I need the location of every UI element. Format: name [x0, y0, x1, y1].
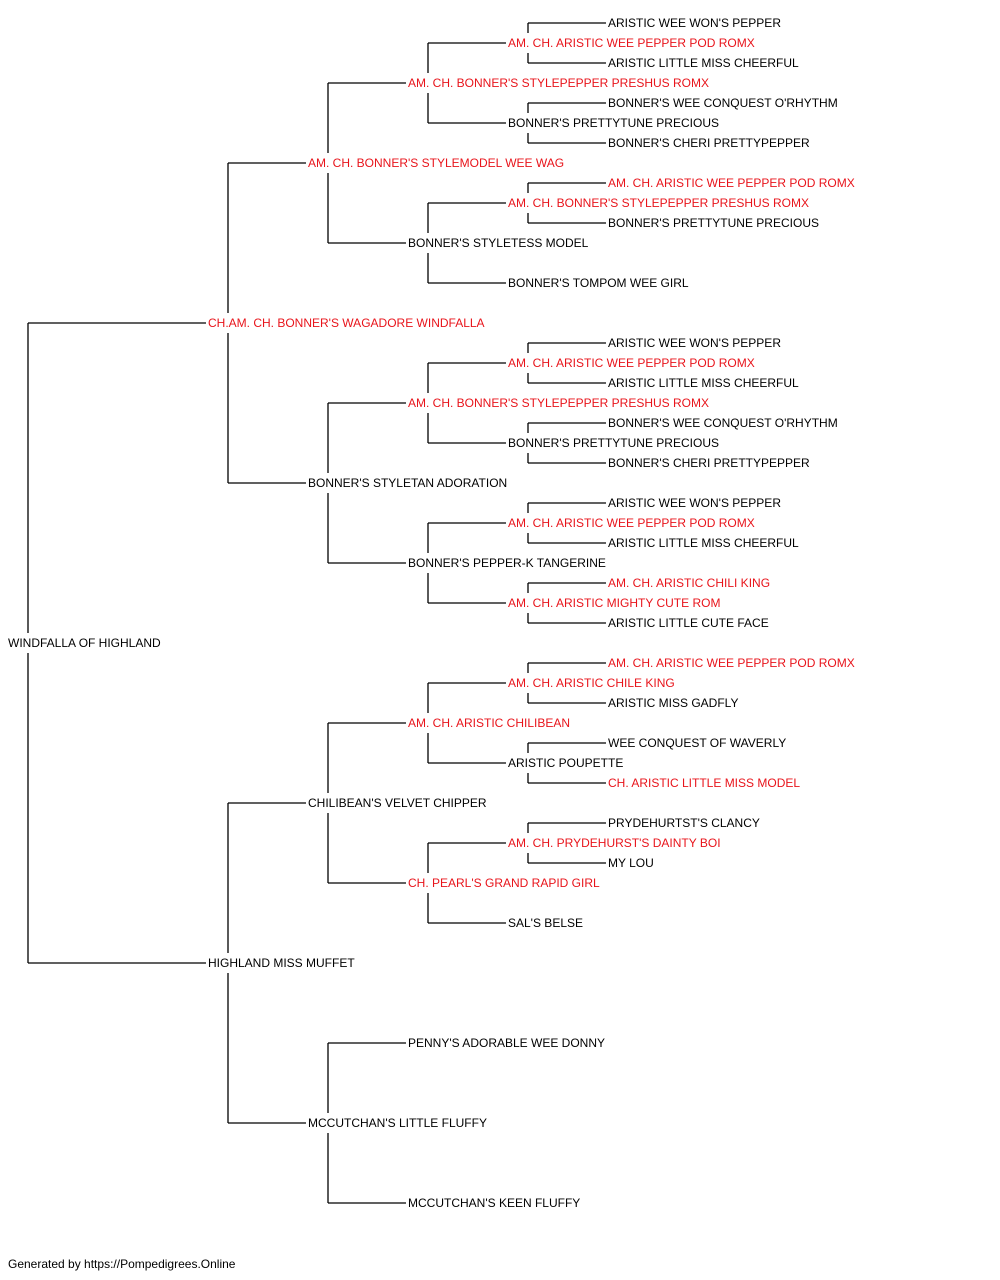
pedigree-name-pedigree.dam.sire.sire.dam.dam: CH. ARISTIC LITTLE MISS MODEL: [608, 776, 801, 790]
pedigree-name-pedigree.sire: CH.AM. CH. BONNER'S WAGADORE WINDFALLA: [208, 316, 485, 330]
pedigree-name-pedigree.sire.sire.sire.sire.dam: ARISTIC LITTLE MISS CHEERFUL: [608, 56, 799, 70]
pedigree-name-pedigree.dam.dam: MCCUTCHAN'S LITTLE FLUFFY: [308, 1116, 487, 1130]
pedigree-name-pedigree.dam.dam.dam: MCCUTCHAN'S KEEN FLUFFY: [408, 1196, 581, 1210]
pedigree-name-pedigree.dam: HIGHLAND MISS MUFFET: [208, 956, 355, 970]
pedigree-name-pedigree.sire.dam.sire.dam: BONNER'S PRETTYTUNE PRECIOUS: [508, 436, 719, 450]
pedigree-name-pedigree.dam.sire.sire.sire: AM. CH. ARISTIC CHILE KING: [508, 676, 675, 690]
pedigree-name-pedigree.sire.sire.sire.dam.sire: BONNER'S WEE CONQUEST O'RHYTHM: [608, 96, 838, 110]
pedigree-name-pedigree.dam.sire.dam: CH. PEARL'S GRAND RAPID GIRL: [408, 876, 600, 890]
pedigree-name-pedigree.dam.sire.dam.sire.dam: MY LOU: [608, 856, 654, 870]
pedigree-name-pedigree.dam.sire.sire.dam: ARISTIC POUPETTE: [508, 756, 624, 770]
pedigree-name-pedigree.sire.sire.dam: BONNER'S STYLETESS MODEL: [408, 236, 589, 250]
subject-name: WINDFALLA OF HIGHLAND: [8, 636, 161, 650]
pedigree-name-pedigree.sire.sire.dam.sire.sire: AM. CH. ARISTIC WEE PEPPER POD ROMX: [608, 176, 855, 190]
pedigree-name-pedigree.dam.sire.dam.dam: SAL'S BELSE: [508, 916, 583, 930]
pedigree-name-pedigree.dam.sire: CHILIBEAN'S VELVET CHIPPER: [308, 796, 487, 810]
pedigree-name-pedigree.sire.sire.sire: AM. CH. BONNER'S STYLEPEPPER PRESHUS ROM…: [408, 76, 710, 90]
pedigree-name-pedigree.sire.dam.dam.sire: AM. CH. ARISTIC WEE PEPPER POD ROMX: [508, 516, 755, 530]
pedigree-name-pedigree.dam.sire.sire: AM. CH. ARISTIC CHILIBEAN: [408, 716, 571, 730]
pedigree-name-pedigree.sire.sire.sire.sire.sire: ARISTIC WEE WON'S PEPPER: [608, 16, 781, 30]
pedigree-name-pedigree.dam.dam.sire: PENNY'S ADORABLE WEE DONNY: [408, 1036, 606, 1050]
pedigree-name-pedigree.sire.dam.sire.sire.sire: ARISTIC WEE WON'S PEPPER: [608, 336, 781, 350]
pedigree-name-pedigree.sire.dam: BONNER'S STYLETAN ADORATION: [308, 476, 508, 490]
pedigree-name-pedigree.sire.dam.sire.sire.dam: ARISTIC LITTLE MISS CHEERFUL: [608, 376, 799, 390]
pedigree-name-pedigree.sire.dam.dam.sire.sire: ARISTIC WEE WON'S PEPPER: [608, 496, 781, 510]
pedigree-name-pedigree.dam.sire.sire.dam.sire: WEE CONQUEST OF WAVERLY: [608, 736, 787, 750]
pedigree-name-pedigree.dam.sire.dam.sire: AM. CH. PRYDEHURST'S DAINTY BOI: [508, 836, 721, 850]
pedigree-name-pedigree.sire.sire.dam.sire: AM. CH. BONNER'S STYLEPEPPER PRESHUS ROM…: [508, 196, 810, 210]
pedigree-name-pedigree.sire.sire.sire.dam.dam: BONNER'S CHERI PRETTYPEPPER: [608, 136, 810, 150]
pedigree-name-pedigree.sire.sire.sire.sire: AM. CH. ARISTIC WEE PEPPER POD ROMX: [508, 36, 755, 50]
pedigree-name-pedigree.sire.dam.sire: AM. CH. BONNER'S STYLEPEPPER PRESHUS ROM…: [408, 396, 710, 410]
pedigree-name-pedigree.sire.sire.dam.sire.dam: BONNER'S PRETTYTUNE PRECIOUS: [608, 216, 819, 230]
pedigree-name-pedigree.sire.dam.dam.dam.dam: ARISTIC LITTLE CUTE FACE: [608, 616, 769, 630]
pedigree-name-pedigree.sire.dam.dam.dam.sire: AM. CH. ARISTIC CHILI KING: [608, 576, 771, 590]
generated-by-footer: Generated by https://Pompedigrees.Online: [8, 1257, 236, 1271]
pedigree-name-pedigree.sire.dam.dam.sire.dam: ARISTIC LITTLE MISS CHEERFUL: [608, 536, 799, 550]
pedigree-name-pedigree.dam.sire.dam.sire.sire: PRYDEHURTST'S CLANCY: [608, 816, 760, 830]
pedigree-name-pedigree.sire.dam.sire.dam.dam: BONNER'S CHERI PRETTYPEPPER: [608, 456, 810, 470]
pedigree-name-pedigree.sire.sire.sire.dam: BONNER'S PRETTYTUNE PRECIOUS: [508, 116, 719, 130]
pedigree-name-pedigree.sire.dam.sire.dam.sire: BONNER'S WEE CONQUEST O'RHYTHM: [608, 416, 838, 430]
pedigree-name-pedigree.dam.sire.sire.sire.sire: AM. CH. ARISTIC WEE PEPPER POD ROMX: [608, 656, 855, 670]
pedigree-name-pedigree.sire.sire: AM. CH. BONNER'S STYLEMODEL WEE WAG: [308, 156, 565, 170]
pedigree-name-pedigree.sire.dam.dam: BONNER'S PEPPER-K TANGERINE: [408, 556, 606, 570]
pedigree-name-pedigree.sire.dam.sire.sire: AM. CH. ARISTIC WEE PEPPER POD ROMX: [508, 356, 755, 370]
pedigree-name-pedigree.dam.sire.sire.sire.dam: ARISTIC MISS GADFLY: [608, 696, 739, 710]
pedigree-name-pedigree.sire.sire.dam.dam: BONNER'S TOMPOM WEE GIRL: [508, 276, 689, 290]
pedigree-name-pedigree.sire.dam.dam.dam: AM. CH. ARISTIC MIGHTY CUTE ROM: [508, 596, 721, 610]
